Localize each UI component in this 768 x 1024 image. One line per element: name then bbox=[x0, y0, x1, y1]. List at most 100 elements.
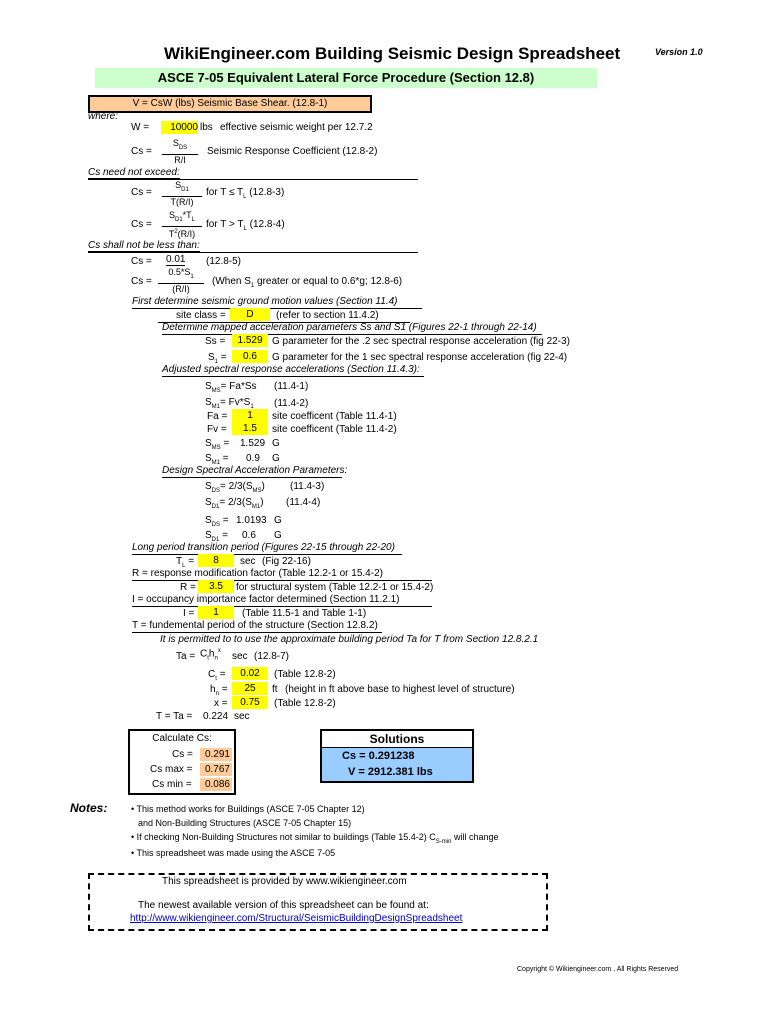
w-description: effective seismic weight per 12.7.2 bbox=[220, 122, 373, 133]
t-value: 0.224 bbox=[203, 711, 229, 722]
provided-by-box: This spreadsheet is provided by www.wiki… bbox=[88, 873, 548, 931]
cs-exceed-eq1-desc: for T ≤ TL (12.8-3) bbox=[206, 187, 285, 200]
note-item-4: • This spreadsheet was made using the AS… bbox=[131, 848, 336, 858]
section-subtitle: ASCE 7-05 Equivalent Lateral Force Proce… bbox=[95, 68, 597, 88]
long-period-heading: Long period transition period (Figures 2… bbox=[132, 542, 395, 553]
site-class-input[interactable]: D bbox=[230, 308, 270, 321]
w-input[interactable]: 10000 bbox=[161, 121, 198, 134]
sd1-ref: (11.4-4) bbox=[286, 497, 321, 508]
r-description: for structural system (Table 12.2-1 or 1… bbox=[236, 582, 434, 593]
sm1-unit: G bbox=[272, 453, 280, 464]
sds-value-label: SDS = bbox=[205, 515, 229, 528]
i-label: I = bbox=[183, 608, 195, 619]
period-heading: T = fundemental period of the structure … bbox=[132, 620, 378, 631]
note-item-3: • If checking Non-Building Structures no… bbox=[131, 832, 499, 845]
cs-exceed-eq2-desc: for T > TL (12.8-4) bbox=[206, 219, 285, 232]
sds-value: 1.0193 bbox=[236, 515, 267, 526]
solution-cs: Cs = 0.291238 bbox=[342, 750, 415, 762]
calc-csmax-value: 0.767 bbox=[200, 763, 232, 776]
design-heading: Design Spectral Acceleration Parameters: bbox=[162, 465, 348, 476]
ta-unit: sec bbox=[232, 651, 248, 662]
site-class-ref: (refer to section 11.4.2) bbox=[276, 310, 379, 321]
calc-csmax-label: Cs max = bbox=[150, 764, 193, 775]
calc-csmin-label: Cs min = bbox=[152, 779, 192, 790]
sm1-value-label: SM1 = bbox=[205, 453, 229, 466]
solutions-values: Cs = 0.291238 V = 2912.381 lbs bbox=[322, 748, 472, 781]
cs-less-eq2-fraction: 0.5*S1 (R/I) bbox=[158, 267, 204, 295]
sm1-value: 0.9 bbox=[246, 453, 260, 464]
sds-unit: G bbox=[274, 515, 282, 526]
i-description: (Table 11.5-1 and Table 1-1) bbox=[242, 608, 367, 619]
x-label: x = bbox=[214, 698, 228, 709]
hn-description: (height in ft above base to highest leve… bbox=[285, 684, 515, 695]
importance-heading: I = occupancy importance factor determin… bbox=[132, 594, 400, 605]
cs-exceed-eq2-fraction: SD1*TL T2(R/I) bbox=[162, 210, 202, 240]
adjusted-heading: Adjusted spectral response accelerations… bbox=[162, 364, 420, 375]
fv-description: site coefficent (Table 11.4-2) bbox=[272, 424, 397, 435]
w-unit: lbs bbox=[200, 122, 213, 133]
fa-label: Fa = bbox=[207, 411, 228, 422]
sms-formula: SMS= Fa*Ss bbox=[205, 381, 257, 394]
s1-input[interactable]: 0.6 bbox=[232, 350, 268, 363]
cs-description: Seismic Response Coefficient (12.8-2) bbox=[207, 146, 378, 157]
ss-input[interactable]: 1.529 bbox=[232, 334, 268, 347]
cs-exceed-eq2-label: Cs = bbox=[131, 219, 152, 230]
cs-less-eq1-value: 0.01 bbox=[166, 254, 186, 266]
spreadsheet-url-link[interactable]: http://www.wikiengineer.com/Structural/S… bbox=[130, 913, 463, 924]
ground-heading: First determine seismic ground motion va… bbox=[132, 296, 398, 307]
sd1-value-label: SD1 = bbox=[205, 530, 228, 543]
x-ref: (Table 12.8-2) bbox=[274, 698, 336, 709]
t-unit: sec bbox=[234, 711, 250, 722]
hn-unit: ft bbox=[272, 684, 278, 695]
sms-unit: G bbox=[272, 438, 280, 449]
ss-description: G parameter for the .2 sec spectral resp… bbox=[272, 336, 570, 347]
w-label: W = bbox=[131, 122, 150, 133]
copyright: Copyright © Wikiengineer.com . All Right… bbox=[517, 966, 679, 973]
sd1-unit: G bbox=[274, 530, 282, 541]
provided-line-2: The newest available version of this spr… bbox=[138, 900, 429, 911]
sms-ref: (11.4-1) bbox=[274, 381, 309, 392]
note-item-2: and Non-Building Structures (ASCE 7-05 C… bbox=[138, 818, 352, 828]
fv-label: Fv = bbox=[207, 424, 227, 435]
r-input[interactable]: 3.5 bbox=[198, 580, 234, 593]
sd1-value: 0.6 bbox=[242, 530, 256, 541]
tl-input[interactable]: 8 bbox=[198, 554, 234, 567]
page-title: WikiEngineer.com Building Seismic Design… bbox=[164, 44, 621, 63]
ta-label: Ta = bbox=[176, 651, 196, 662]
hn-label: hn = bbox=[210, 684, 228, 697]
s1-label: S1 = bbox=[208, 352, 227, 365]
calc-cs-label: Cs = bbox=[172, 749, 193, 760]
where-label: where: bbox=[88, 111, 119, 122]
sm1-formula: SM1= Fv*S1 bbox=[205, 397, 254, 410]
sms-value: 1.529 bbox=[240, 438, 266, 449]
cs-exceed-heading: Cs need not exceed: bbox=[88, 167, 180, 179]
ct-input[interactable]: 0.02 bbox=[232, 667, 268, 680]
sms-value-label: SMS = bbox=[205, 438, 230, 451]
ss-label: Ss = bbox=[205, 336, 226, 347]
fv-input[interactable]: 1.5 bbox=[232, 422, 268, 435]
cs-less-eq2-label: Cs = bbox=[131, 276, 152, 287]
tl-unit: sec bbox=[240, 556, 256, 567]
version-label: Version 1.0 bbox=[655, 47, 703, 57]
sm1-ref: (11.4-2) bbox=[274, 398, 309, 409]
cs-label: Cs = bbox=[131, 146, 152, 157]
cs-exceed-eq1-fraction: SD1 T(R/I) bbox=[162, 180, 202, 208]
calculate-cs-heading: Calculate Cs: bbox=[152, 733, 212, 744]
r-label: R = bbox=[180, 582, 196, 593]
fa-description: site coefficent (Table 11.4-1) bbox=[272, 411, 397, 422]
sds-formula: SDS= 2/3(SMS) bbox=[205, 481, 265, 494]
provided-line-1: This spreadsheet is provided by www.wiki… bbox=[162, 876, 407, 887]
sd1-formula: SD1= 2/3(SM1) bbox=[205, 497, 264, 510]
cs-less-heading: Cs shall not be less than: bbox=[88, 240, 200, 252]
solution-v: V = 2912.381 lbs bbox=[348, 766, 433, 778]
i-input[interactable]: 1 bbox=[198, 606, 234, 619]
cs-exceed-eq1-label: Cs = bbox=[131, 187, 152, 198]
x-input[interactable]: 0.75 bbox=[232, 696, 268, 709]
fa-input[interactable]: 1 bbox=[232, 409, 268, 422]
ct-label: Ct = bbox=[208, 669, 226, 682]
response-heading: R = response modification factor (Table … bbox=[132, 568, 383, 579]
ct-ref: (Table 12.8-2) bbox=[274, 669, 336, 680]
hn-input[interactable]: 25 bbox=[232, 682, 268, 695]
calc-csmin-value: 0.086 bbox=[200, 778, 232, 791]
calc-cs-value: 0.291 bbox=[200, 748, 232, 761]
